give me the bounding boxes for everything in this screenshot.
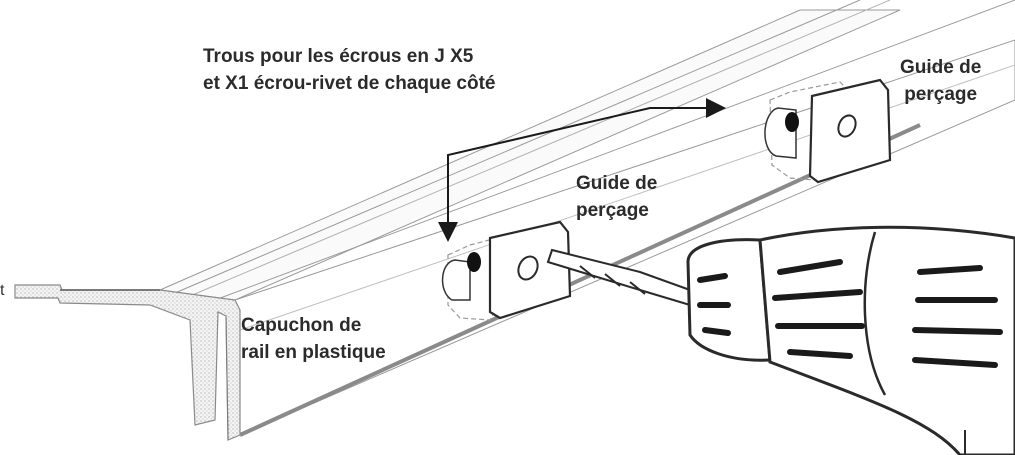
- arrow-icon: [438, 98, 726, 242]
- drill-guide-icon-right: [764, 78, 892, 184]
- label-holes-line1: Trous pour les écrous en J X5: [203, 46, 474, 67]
- label-guide-right-line2: perçage: [904, 84, 978, 105]
- label-guide-mid: Guide de perçage: [576, 170, 657, 224]
- label-guide-right-line1: Guide de: [900, 57, 982, 78]
- label-holes-line2: et X1 écrou-rivet de chaque côté: [203, 73, 496, 94]
- label-rail-cap-line1: Capuchon de: [241, 315, 362, 336]
- label-rail-cap-line2: rail en plastique: [241, 342, 386, 363]
- drill-guide-icon: [441, 220, 572, 321]
- drill-icon: [546, 225, 1015, 455]
- rail-cap-icon: [14, 284, 241, 441]
- label-guide-mid-line2: perçage: [576, 200, 649, 221]
- label-edge-fragment: t: [0, 282, 5, 299]
- label-holes: Trous pour les écrous en J X5 et X1 écro…: [203, 43, 496, 97]
- label-rail-cap: Capuchon de rail en plastique: [241, 312, 386, 366]
- label-guide-right: Guide de perçage: [900, 54, 981, 108]
- label-guide-mid-line1: Guide de: [576, 173, 658, 194]
